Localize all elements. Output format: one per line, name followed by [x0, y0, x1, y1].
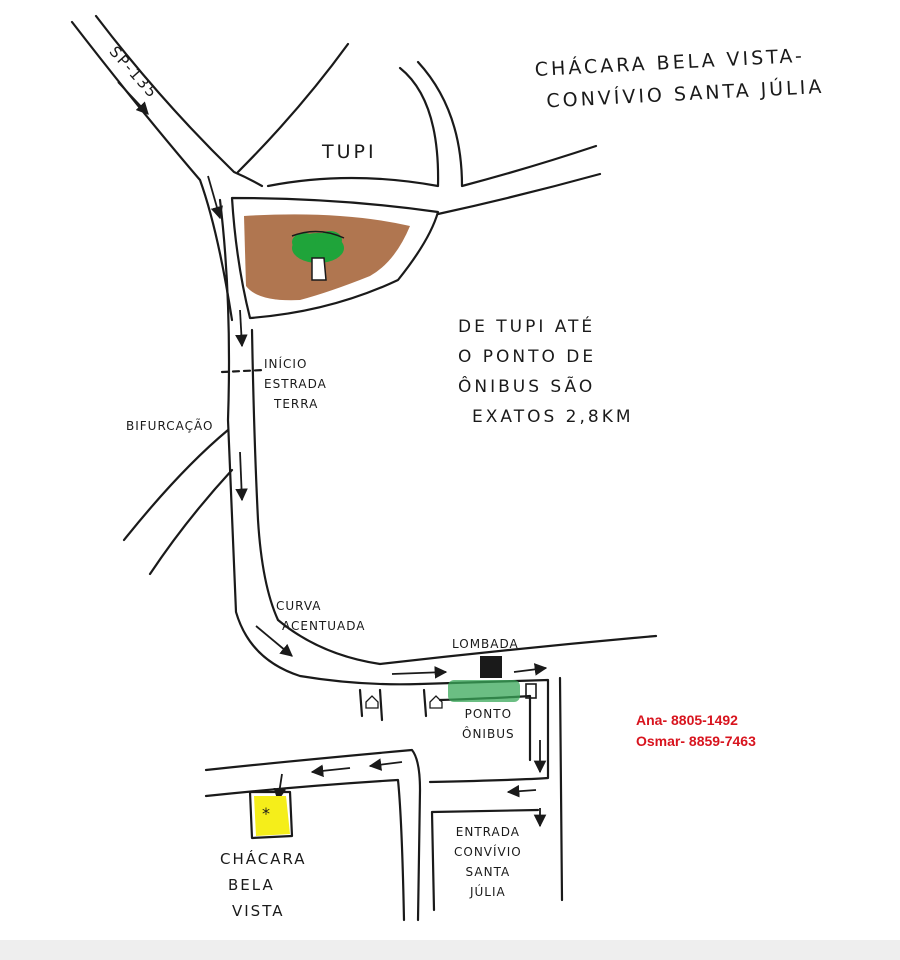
- arrow-bus-loop: [513, 663, 548, 676]
- main-road-west-edge: [218, 198, 422, 686]
- top-road-left-curve: [236, 42, 350, 174]
- destination-line-3: VISTA: [232, 902, 285, 920]
- bus-stop-label: PONTO ÔNIBUS: [462, 704, 515, 744]
- destination-line-1: CHÁCARA: [220, 850, 307, 868]
- side-street-3: [422, 688, 428, 718]
- arrow-main-1: [207, 175, 223, 220]
- arrow-dest: [273, 773, 286, 802]
- sharp-curve-label: CURVA ACENTUADA: [276, 596, 366, 636]
- scan-edge: [0, 940, 900, 960]
- dirt-road-start-marker: [220, 368, 266, 374]
- dirt-road-line-2: ESTRADA: [264, 377, 327, 391]
- entrance-line-4: JÚLIA: [469, 885, 506, 899]
- arrow-curve: [255, 625, 293, 657]
- arrow-west-2: [310, 764, 351, 778]
- main-road-east-edge: [250, 328, 658, 666]
- route-note-line-1: DE TUPI ATÉ: [458, 317, 596, 337]
- destination-label: CHÁCARA BELA VISTA: [220, 846, 307, 924]
- house-marker-2: [429, 695, 443, 709]
- destination-road-south: [204, 778, 406, 922]
- entrance-line-2: CONVÍVIO: [454, 845, 522, 859]
- tree-icon: [291, 230, 345, 281]
- side-street-2: [378, 688, 384, 722]
- top-road-loop-right: [416, 60, 598, 188]
- bus-stop-area: [448, 680, 520, 702]
- contact-ana: Ana- 8805-1492: [636, 712, 738, 728]
- dirt-road-line-3: TERRA: [274, 397, 319, 411]
- square-outline: [230, 196, 440, 320]
- sp135-road-right-edge: [94, 14, 264, 188]
- destination-road-north: [204, 748, 422, 922]
- fork-label: BIFURCAÇÃO: [126, 419, 214, 433]
- sp135-road-left-edge: [70, 20, 234, 322]
- route-note-line-3: ÔNIBUS SÃO: [458, 377, 596, 397]
- east-street: [558, 676, 564, 902]
- bus-stop-sign: [525, 683, 537, 699]
- top-road-east: [436, 172, 602, 216]
- arrow-entrance-west: [506, 784, 537, 798]
- east-street-west: [430, 808, 540, 912]
- dirt-road-line-1: INÍCIO: [264, 357, 308, 371]
- sharp-curve-line-2: ACENTUADA: [282, 619, 366, 633]
- destination-highlight: [254, 796, 290, 836]
- sharp-curve-line-1: CURVA: [276, 599, 322, 613]
- entrance-line-1: ENTRADA: [455, 825, 520, 839]
- route-note-line-2: O PONTO DE: [458, 347, 597, 367]
- contact-list: Ana- 8805-1492 Osmar- 8859-7463: [636, 710, 756, 752]
- fork-road-north-edge: [122, 428, 230, 542]
- town-label: TUPI: [322, 141, 377, 163]
- arrow-sp135: [117, 81, 149, 115]
- route-note-line-4: EXATOS 2,8KM: [472, 407, 634, 427]
- side-street-1: [358, 688, 364, 718]
- entrance-line-3: SANTA: [465, 865, 511, 879]
- arrow-bus-east: [391, 666, 448, 679]
- bus-stop-line-2: ÔNIBUS: [462, 727, 515, 741]
- bus-stop-line-1: PONTO: [464, 707, 513, 721]
- arrow-main-3: [235, 451, 248, 502]
- arrow-main-2: [235, 309, 248, 348]
- destination-line-2: BELA: [228, 876, 275, 894]
- destination-marker: *: [262, 804, 271, 823]
- speed-bump-marker: [480, 656, 502, 678]
- fork-road-south-edge: [148, 468, 234, 576]
- route-note: DE TUPI ATÉ O PONTO DE ÔNIBUS SÃO EXATOS…: [458, 312, 634, 432]
- entrance-label: ENTRADA CONVÍVIO SANTA JÚLIA: [454, 822, 522, 902]
- dirt-road-start-label: INÍCIO ESTRADA TERRA: [264, 354, 327, 414]
- arrow-west-1: [368, 758, 403, 771]
- house-marker-1: [365, 695, 379, 709]
- top-road-loop-left: [266, 66, 440, 188]
- contact-osmar: Osmar- 8859-7463: [636, 733, 756, 749]
- speed-bump-label: LOMBADA: [452, 637, 519, 651]
